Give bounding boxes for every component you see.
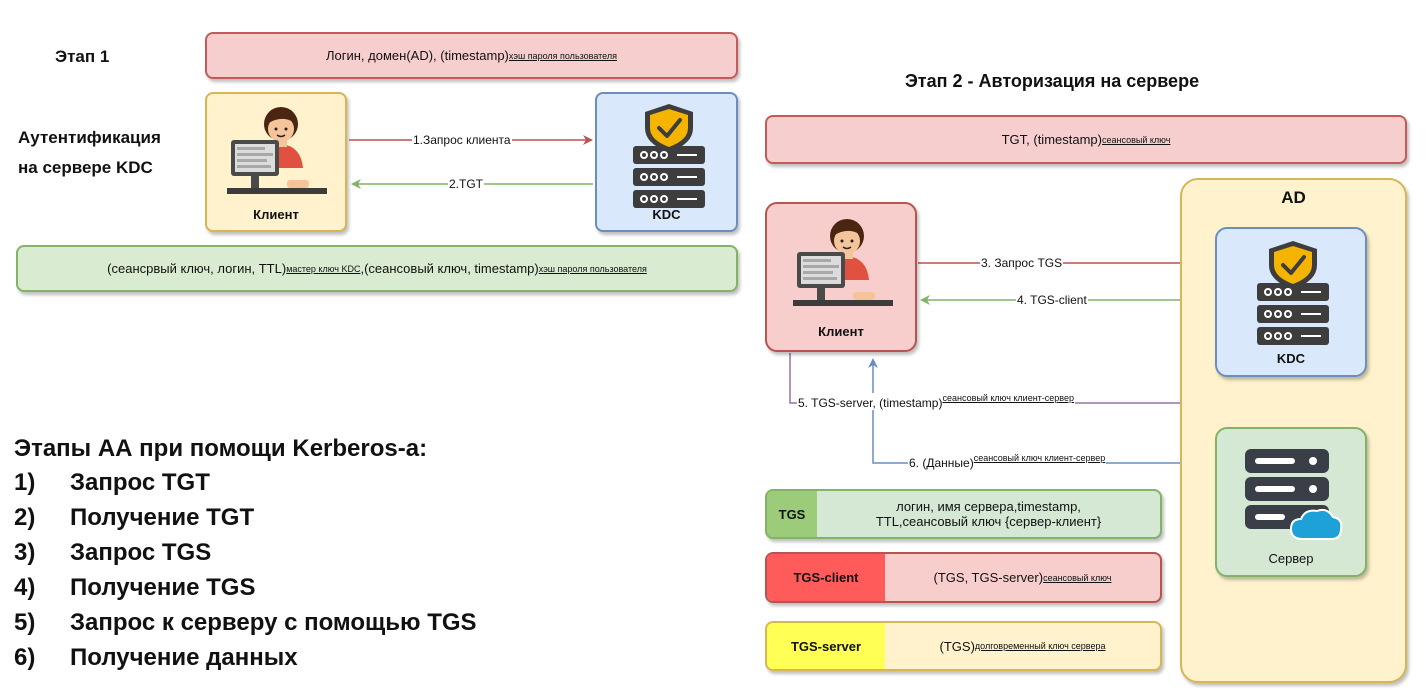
stage1-tgt-sup1: мастер ключ KDC	[286, 263, 361, 274]
stage2-client-node: Клиент	[765, 202, 917, 352]
stage2-tgt-bar: TGT, (timestamp)сеансовый ключ	[765, 115, 1407, 164]
step-text: Запрос к серверу с помощью TGS	[70, 609, 477, 636]
list-item: 5) Запрос к серверу с помощью TGS	[14, 605, 477, 640]
arrow5-sup: сеансовый ключ клиент-сервер	[942, 393, 1074, 403]
arrow2-label: 2.TGT	[448, 177, 485, 191]
tgs-client-key: TGS-client	[767, 554, 885, 601]
stage1-credentials-sup: хэш пароля пользователя	[508, 50, 617, 61]
arrow3-label: 3. Запрос TGS	[980, 256, 1064, 270]
step-number: 3)	[14, 539, 36, 566]
stage1-credentials-bar: Логин, домен(AD), (timestamp)хэш пароля …	[205, 32, 738, 79]
stage2-tgt-sup: сеансовый ключ	[1102, 134, 1171, 145]
stage1-tgt-sup2: хэш пароля пользователя	[538, 263, 647, 274]
tgs-server-value: (TGS)долговременный ключ сервера	[885, 623, 1160, 669]
step-text: Получение TGT	[70, 504, 255, 531]
stage2-kdc-label: KDC	[1276, 351, 1306, 366]
arrow4-label: 4. TGS-client	[1016, 293, 1088, 307]
arrow6-sup: сеансовый ключ клиент-сервер	[973, 453, 1106, 463]
stage2-title: Этап 2 - Авторизация на сервере	[905, 71, 1200, 91]
stage1-tgt-part1: (сеансрвый ключ, логин, TTL)	[107, 261, 287, 276]
person-at-computer-icon	[792, 218, 894, 307]
step-number: 6)	[14, 644, 36, 671]
stage1-tgt-bar: (сеансрвый ключ, логин, TTL)мастер ключ …	[16, 245, 738, 292]
stage1-title: Этап 1	[55, 47, 110, 66]
stage1-kdc-label: KDC	[652, 207, 681, 222]
arrow6-label: 6. (Данные)сеансовый ключ клиент-сервер	[908, 453, 1107, 470]
stage1-heading-line2: на сервере KDC	[18, 158, 153, 177]
step-number: 5)	[14, 609, 36, 636]
steps-list: 1) Запрос TGT 2) Получение TGT 3) Запрос TG…	[14, 465, 477, 675]
tgs-client-sup: сеансовый ключ	[1043, 572, 1112, 583]
tgs-server-key: TGS-server	[767, 623, 885, 669]
tgs-line2: TTL,сеансовый ключ {сервер-клиент}	[875, 514, 1102, 529]
tgs-key: TGS	[767, 491, 817, 537]
tgs-client-text: (TGS, TGS-server)	[933, 570, 1044, 585]
stage1-client-node: Клиент	[205, 92, 347, 232]
tgs-client-legend: TGS-client (TGS, TGS-server)сеансовый кл…	[765, 552, 1162, 603]
list-item: 1) Запрос TGT	[14, 465, 477, 500]
stage2-kdc-node: KDC	[1215, 227, 1367, 377]
server-label: Сервер	[1268, 551, 1314, 566]
tgs-server-legend: TGS-server (TGS)долговременный ключ серв…	[765, 621, 1162, 671]
list-item: 4) Получение TGS	[14, 570, 477, 605]
tgs-server-sup: долговременный ключ сервера	[974, 641, 1106, 651]
arrow5-label: 5. TGS-server, (timestamp)сеансовый ключ…	[797, 393, 1075, 410]
shield-server-icon	[1255, 239, 1331, 347]
server-node: Сервер	[1215, 427, 1367, 577]
step-text: Получение данных	[70, 644, 298, 671]
step-number: 4)	[14, 574, 36, 601]
tgs-legend: TGS логин, имя сервера,timestamp, TTL,се…	[765, 489, 1162, 539]
tgs-value: логин, имя сервера,timestamp, TTL,сеансо…	[817, 491, 1160, 537]
stage2-tgt-text: TGT, (timestamp)	[1001, 132, 1102, 147]
step-text: Получение TGS	[70, 574, 256, 601]
arrow6-text: 6. (Данные)	[909, 456, 974, 470]
stage1-credentials-text: Логин, домен(AD), (timestamp)	[325, 48, 509, 63]
stage1-kdc-node: KDC	[595, 92, 738, 232]
arrow1-label: 1.Запрос клиента	[412, 133, 512, 147]
tgs-server-text: (TGS)	[939, 638, 975, 654]
tgs-client-value: (TGS, TGS-server)сеансовый ключ	[885, 554, 1160, 601]
list-item: 6) Получение данных	[14, 640, 477, 675]
step-number: 2)	[14, 504, 36, 531]
tgs-line1: логин, имя сервера,timestamp,	[896, 499, 1081, 514]
cloud-server-icon	[1244, 448, 1343, 540]
step-text: Запрос TGT	[70, 469, 210, 496]
stage1-heading-line1: Аутентификация	[18, 128, 161, 147]
stage1-tgt-part2: ,(сеансовый ключ, timestamp)	[360, 261, 539, 276]
list-item: 2) Получение TGT	[14, 500, 477, 535]
arrow5-text: 5. TGS-server, (timestamp)	[798, 396, 943, 410]
list-item: 3) Запрос TGS	[14, 535, 477, 570]
step-number: 1)	[14, 469, 36, 496]
stage2-client-label: Клиент	[818, 324, 864, 339]
steps-heading: Этапы АА при помощи Kerberos-а:	[14, 435, 428, 462]
stage1-client-label: Клиент	[253, 207, 299, 222]
step-text: Запрос TGS	[70, 539, 212, 566]
arrow-data	[868, 358, 1214, 464]
stage1-heading: Аутентификация на сервере KDC	[18, 123, 161, 183]
ad-label: AD	[1281, 188, 1306, 207]
